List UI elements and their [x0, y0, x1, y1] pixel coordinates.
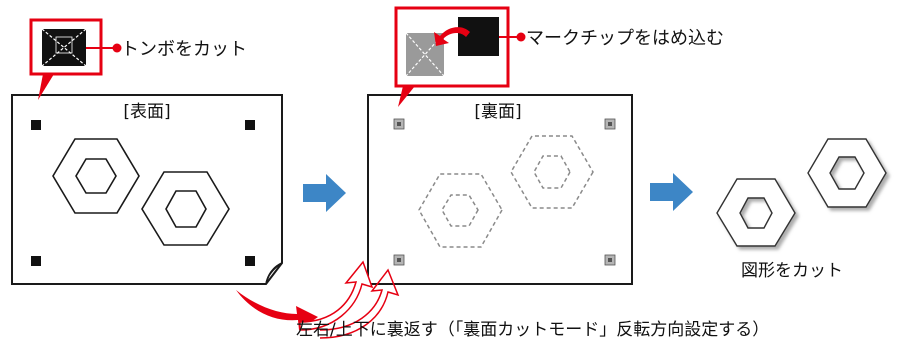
registration-mark: [31, 120, 41, 130]
mark-chip: [604, 254, 616, 266]
trim-mark-cut-label: トンボをカット: [121, 39, 247, 60]
registration-mark: [31, 256, 41, 266]
back-hexagon-left: [418, 173, 503, 248]
cut-shapes-label: 図形をカット: [741, 261, 843, 281]
insert-arrow-icon: [434, 27, 470, 46]
flow-arrow-icon: [303, 174, 346, 212]
result-hexagon-right: [807, 138, 887, 208]
registration-marks-front: [31, 120, 255, 266]
flip-instruction-label: 左右/上下に裏返す（「裏面カットモード」反転方向設定する）: [296, 319, 769, 340]
result-hexagon-left: [716, 178, 796, 247]
registration-mark: [245, 256, 255, 266]
front-hexagon-right: [141, 171, 230, 246]
front-hexagon-left: [52, 138, 140, 214]
mark-chip: [393, 254, 405, 266]
mark-chip-insert-label: マークチップをはめ込む: [526, 28, 724, 49]
trim-mark-callout: [29, 18, 122, 100]
back-panel-title: [裏面]: [474, 101, 521, 122]
back-hexagon-right: [510, 135, 594, 209]
back-sheet: [367, 94, 633, 285]
front-sheet: [11, 94, 283, 285]
mark-chip-callout: [394, 6, 526, 107]
flow-arrow-icon: [650, 173, 693, 211]
mark-chip: [604, 118, 616, 130]
mark-chip: [393, 118, 405, 130]
registration-mark: [245, 120, 255, 130]
mark-chips-back: [393, 118, 616, 266]
front-panel-title: [表面]: [123, 102, 170, 122]
flip-arrow: [236, 260, 400, 339]
